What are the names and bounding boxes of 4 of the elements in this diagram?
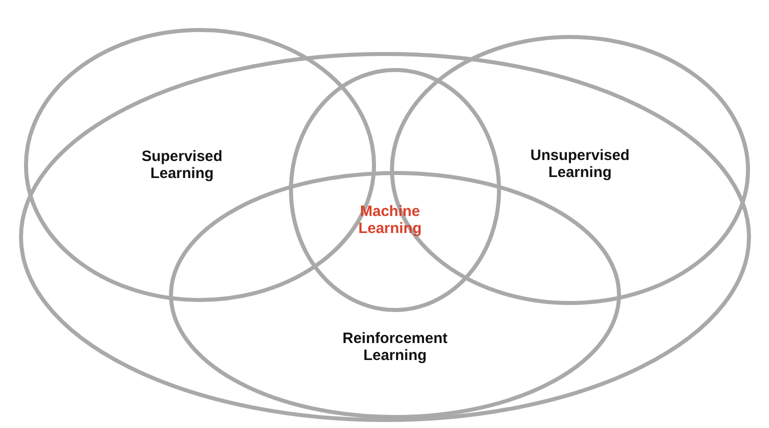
circle-label: Supervised Learning: [142, 148, 222, 182]
circle-label: Unsupervised Learning: [530, 147, 630, 181]
circle-label: Reinforcement Learning: [342, 330, 448, 364]
circle-label: Machine Learning: [358, 203, 422, 237]
